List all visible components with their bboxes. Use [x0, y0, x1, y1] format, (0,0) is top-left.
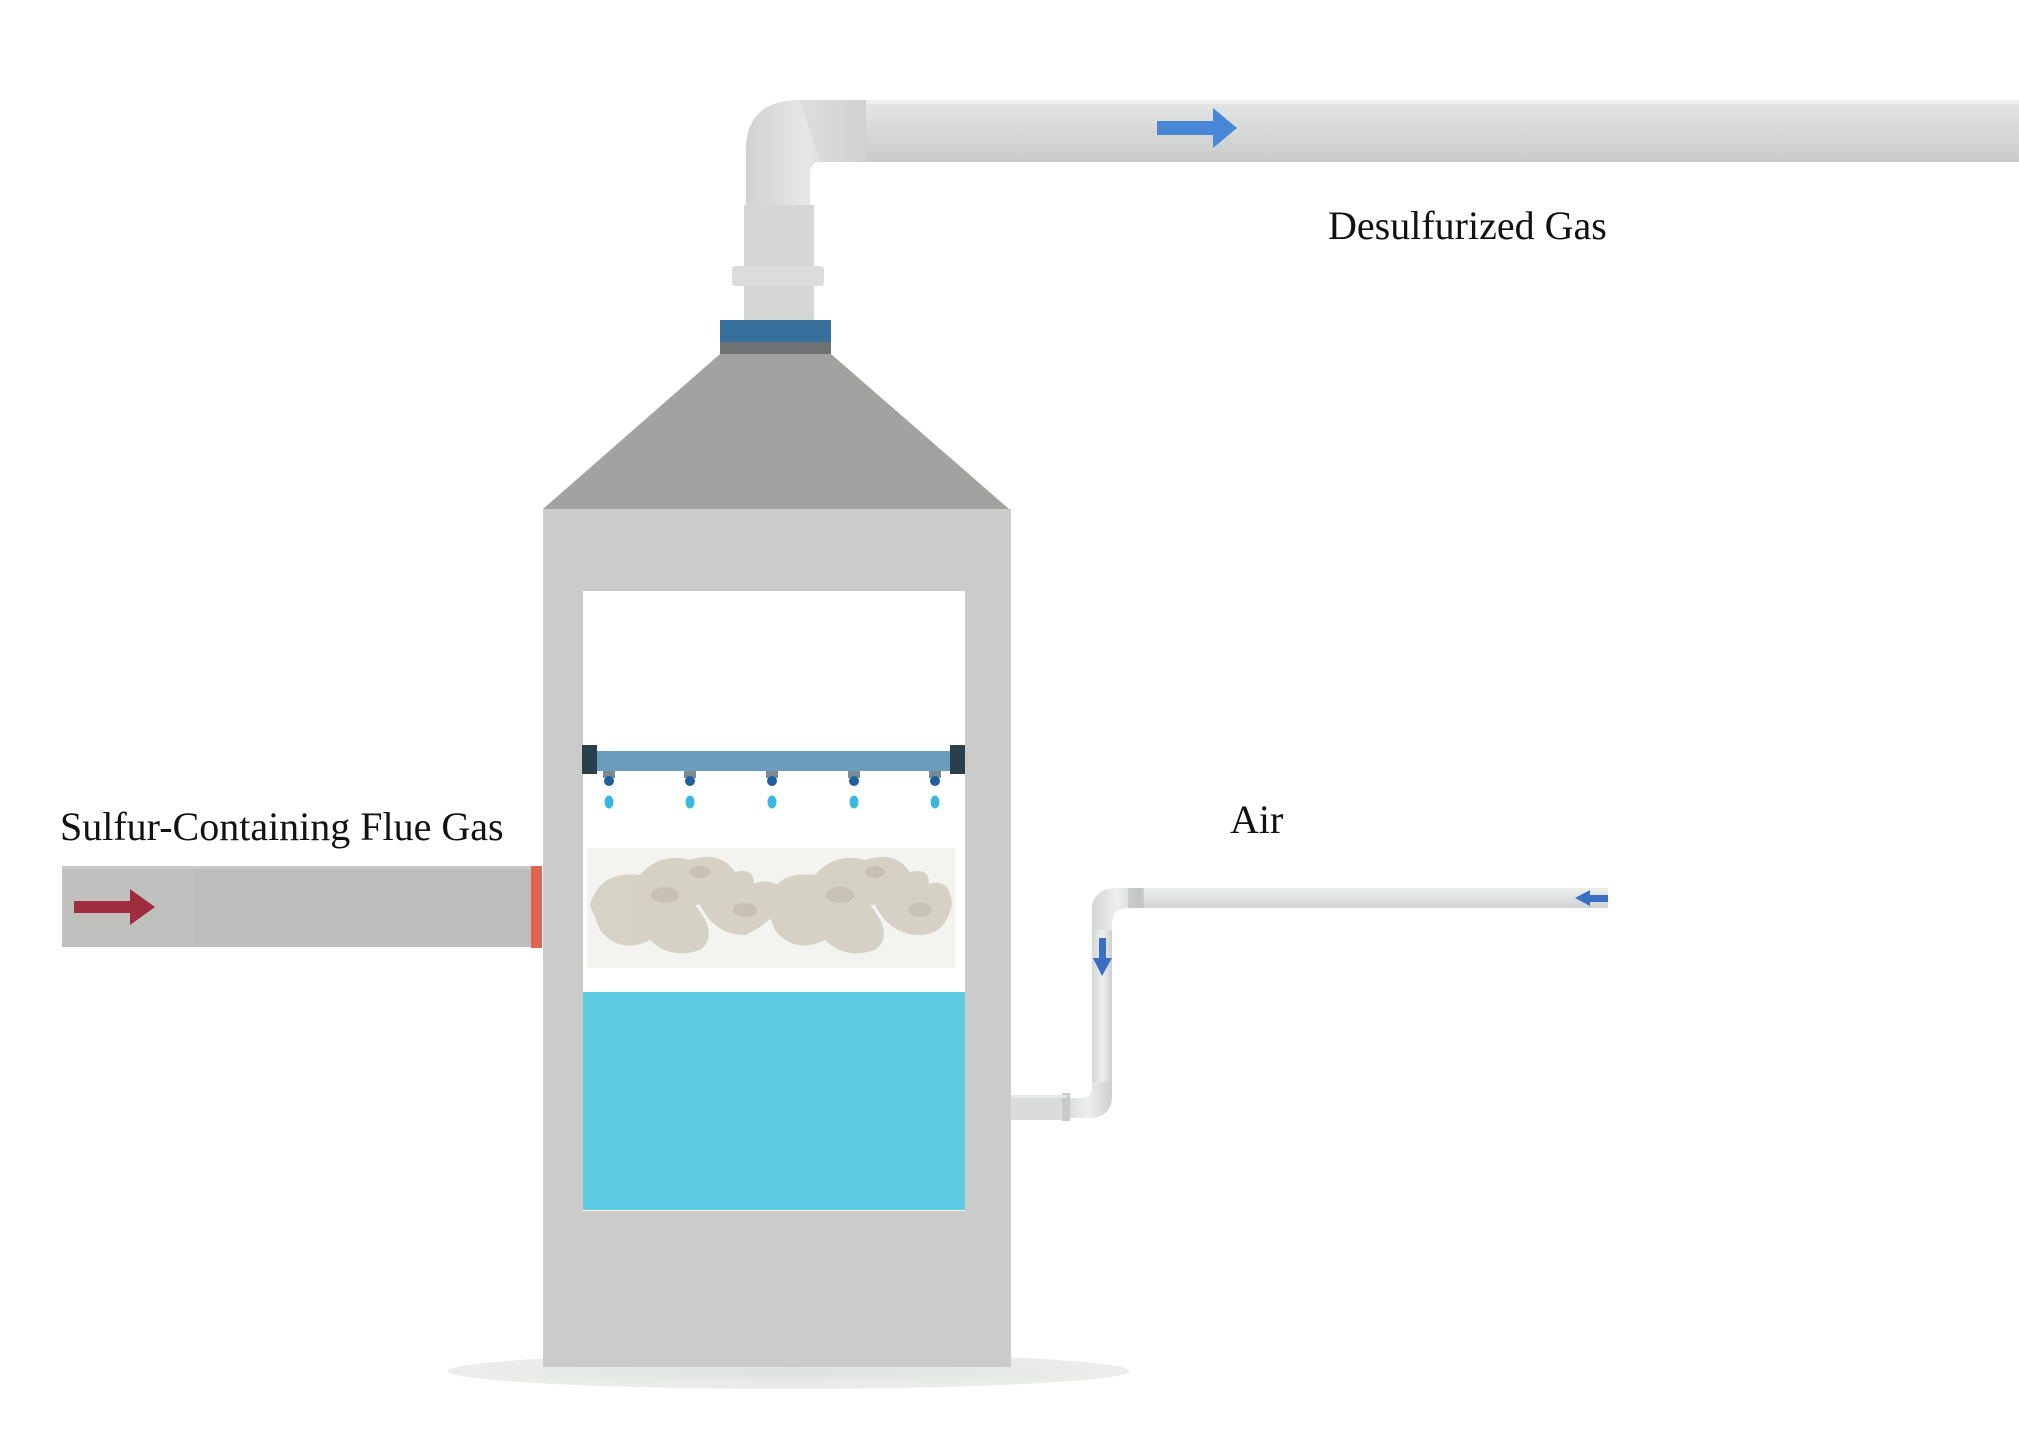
spray-droplet: [930, 795, 940, 809]
air-label: Air: [1230, 797, 1284, 842]
spray-nozzle: [929, 771, 941, 786]
spray-droplet: [767, 795, 777, 809]
tower-roof: [543, 354, 1009, 509]
spray-droplet: [604, 795, 614, 809]
outlet-flange-gray: [720, 342, 831, 354]
spray-droplet: [849, 795, 859, 809]
outlet-pipe: [732, 100, 2019, 320]
arrow-right-icon: [74, 889, 155, 925]
arrow-left-icon: [1575, 890, 1608, 906]
inlet-flange: [531, 866, 542, 948]
desulfurized-gas-label: Desulfurized Gas: [1328, 203, 1607, 248]
outlet-flange-blue: [720, 320, 831, 342]
spray-nozzle: [848, 771, 860, 786]
spray-nozzle: [766, 771, 778, 786]
spray-nozzles: [603, 771, 941, 809]
packing-layer: [587, 848, 955, 968]
spray-nozzle: [603, 771, 615, 786]
absorbent-liquid: [583, 992, 965, 1210]
flue-gas-label: Sulfur-Containing Flue Gas: [60, 804, 504, 849]
arrow-down-icon: [1093, 938, 1112, 976]
spray-header: [582, 745, 965, 774]
air-supply-pipe: [1011, 888, 1608, 1121]
arrow-right-icon: [1157, 108, 1237, 148]
spray-nozzle: [684, 771, 696, 786]
spray-droplet: [685, 795, 695, 809]
